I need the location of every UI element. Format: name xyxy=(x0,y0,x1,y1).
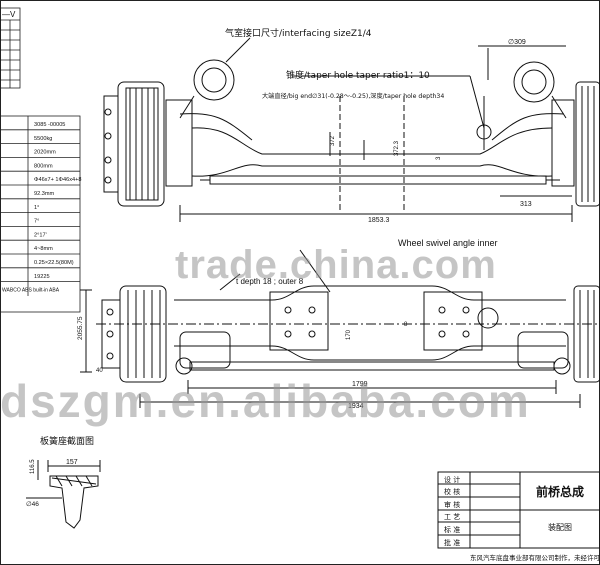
drawing-subname: 装配图 xyxy=(548,522,572,532)
spec-row-value: 3085 -00005 xyxy=(34,122,65,128)
dim-3: 3 xyxy=(436,156,442,160)
dim-2055: 2055.75 xyxy=(77,316,84,340)
bottom-view-axle xyxy=(80,249,600,408)
drawing-name: 前桥总成 xyxy=(536,484,584,499)
air-port-note: 气室接口尺寸/interfacing sizeZ1/4 xyxy=(225,27,372,39)
big-end-note: 大端直径/big end∅31(-0.28～-0.25),深度/taper ho… xyxy=(262,92,444,100)
dim-phi: ∅46 xyxy=(26,501,39,508)
tb-label-review: 审 核 xyxy=(444,500,460,509)
dim-1934: 1934 xyxy=(348,403,364,410)
dim-157: 157 xyxy=(66,459,78,466)
spec-row-value: 4~8mm xyxy=(34,246,53,252)
tb-label-process: 工 艺 xyxy=(444,513,460,521)
top-view-axle xyxy=(103,37,600,222)
revision-table xyxy=(0,7,21,89)
spec-row-value: 5500kg xyxy=(34,136,52,142)
dim-1165: 116.5 xyxy=(30,459,36,474)
upper-angle-note: t depth 18 ; outer 8 xyxy=(236,277,304,286)
spec-table xyxy=(0,115,81,313)
company-note: 东风汽车底盘事业部有限公司制作，未经许可 xyxy=(470,553,600,562)
spec-row-value: 19225 xyxy=(34,274,50,280)
dim-372: 372 xyxy=(330,135,336,146)
dim-313: 313 xyxy=(520,201,532,208)
revision-header: —V xyxy=(2,10,16,19)
dim-40: 40 xyxy=(96,368,103,374)
spec-row-value: WABCO ABS built-in ABA xyxy=(2,288,60,294)
taper-note: 锥度/taper hole taper ratio1：10 xyxy=(286,69,430,81)
spec-row-value: 0.25×22.5(80M) xyxy=(34,260,74,266)
dim-1853: 1853.3 xyxy=(368,217,390,224)
watermark-trade: trade.china.com xyxy=(175,243,497,287)
spec-row-value: 2020mm xyxy=(34,150,56,156)
title-block xyxy=(437,471,600,549)
spec-row-value: Φ46x7+ 1Φ46x4+8 xyxy=(34,177,82,183)
wheel-swivel-note: Wheel swivel angle inner xyxy=(398,238,498,248)
spec-row-value: 7° xyxy=(34,219,39,225)
section-title: 板簧座截面图 xyxy=(40,435,94,447)
dim-309: ∅309 xyxy=(508,39,526,46)
dim-1799: 1799 xyxy=(352,381,368,388)
dim-3723: 372.3 xyxy=(394,140,400,156)
tb-label-standard: 标 准 xyxy=(444,525,460,534)
watermark-site: dszgm.en.alibaba.com xyxy=(0,375,531,427)
section-detail xyxy=(26,460,101,529)
tb-label-design: 设 计 xyxy=(444,475,460,484)
dim-8: 8 xyxy=(404,322,408,328)
spec-row-value: 92.3mm xyxy=(34,191,55,197)
tb-label-approve: 批 准 xyxy=(444,538,460,547)
spec-row-value: 800mm xyxy=(34,163,53,169)
spec-row-value: 1° xyxy=(34,205,39,211)
dim-170: 170 xyxy=(346,329,352,340)
tb-label-check: 校 核 xyxy=(444,487,460,496)
spec-row-value: 2°17' xyxy=(34,232,47,238)
